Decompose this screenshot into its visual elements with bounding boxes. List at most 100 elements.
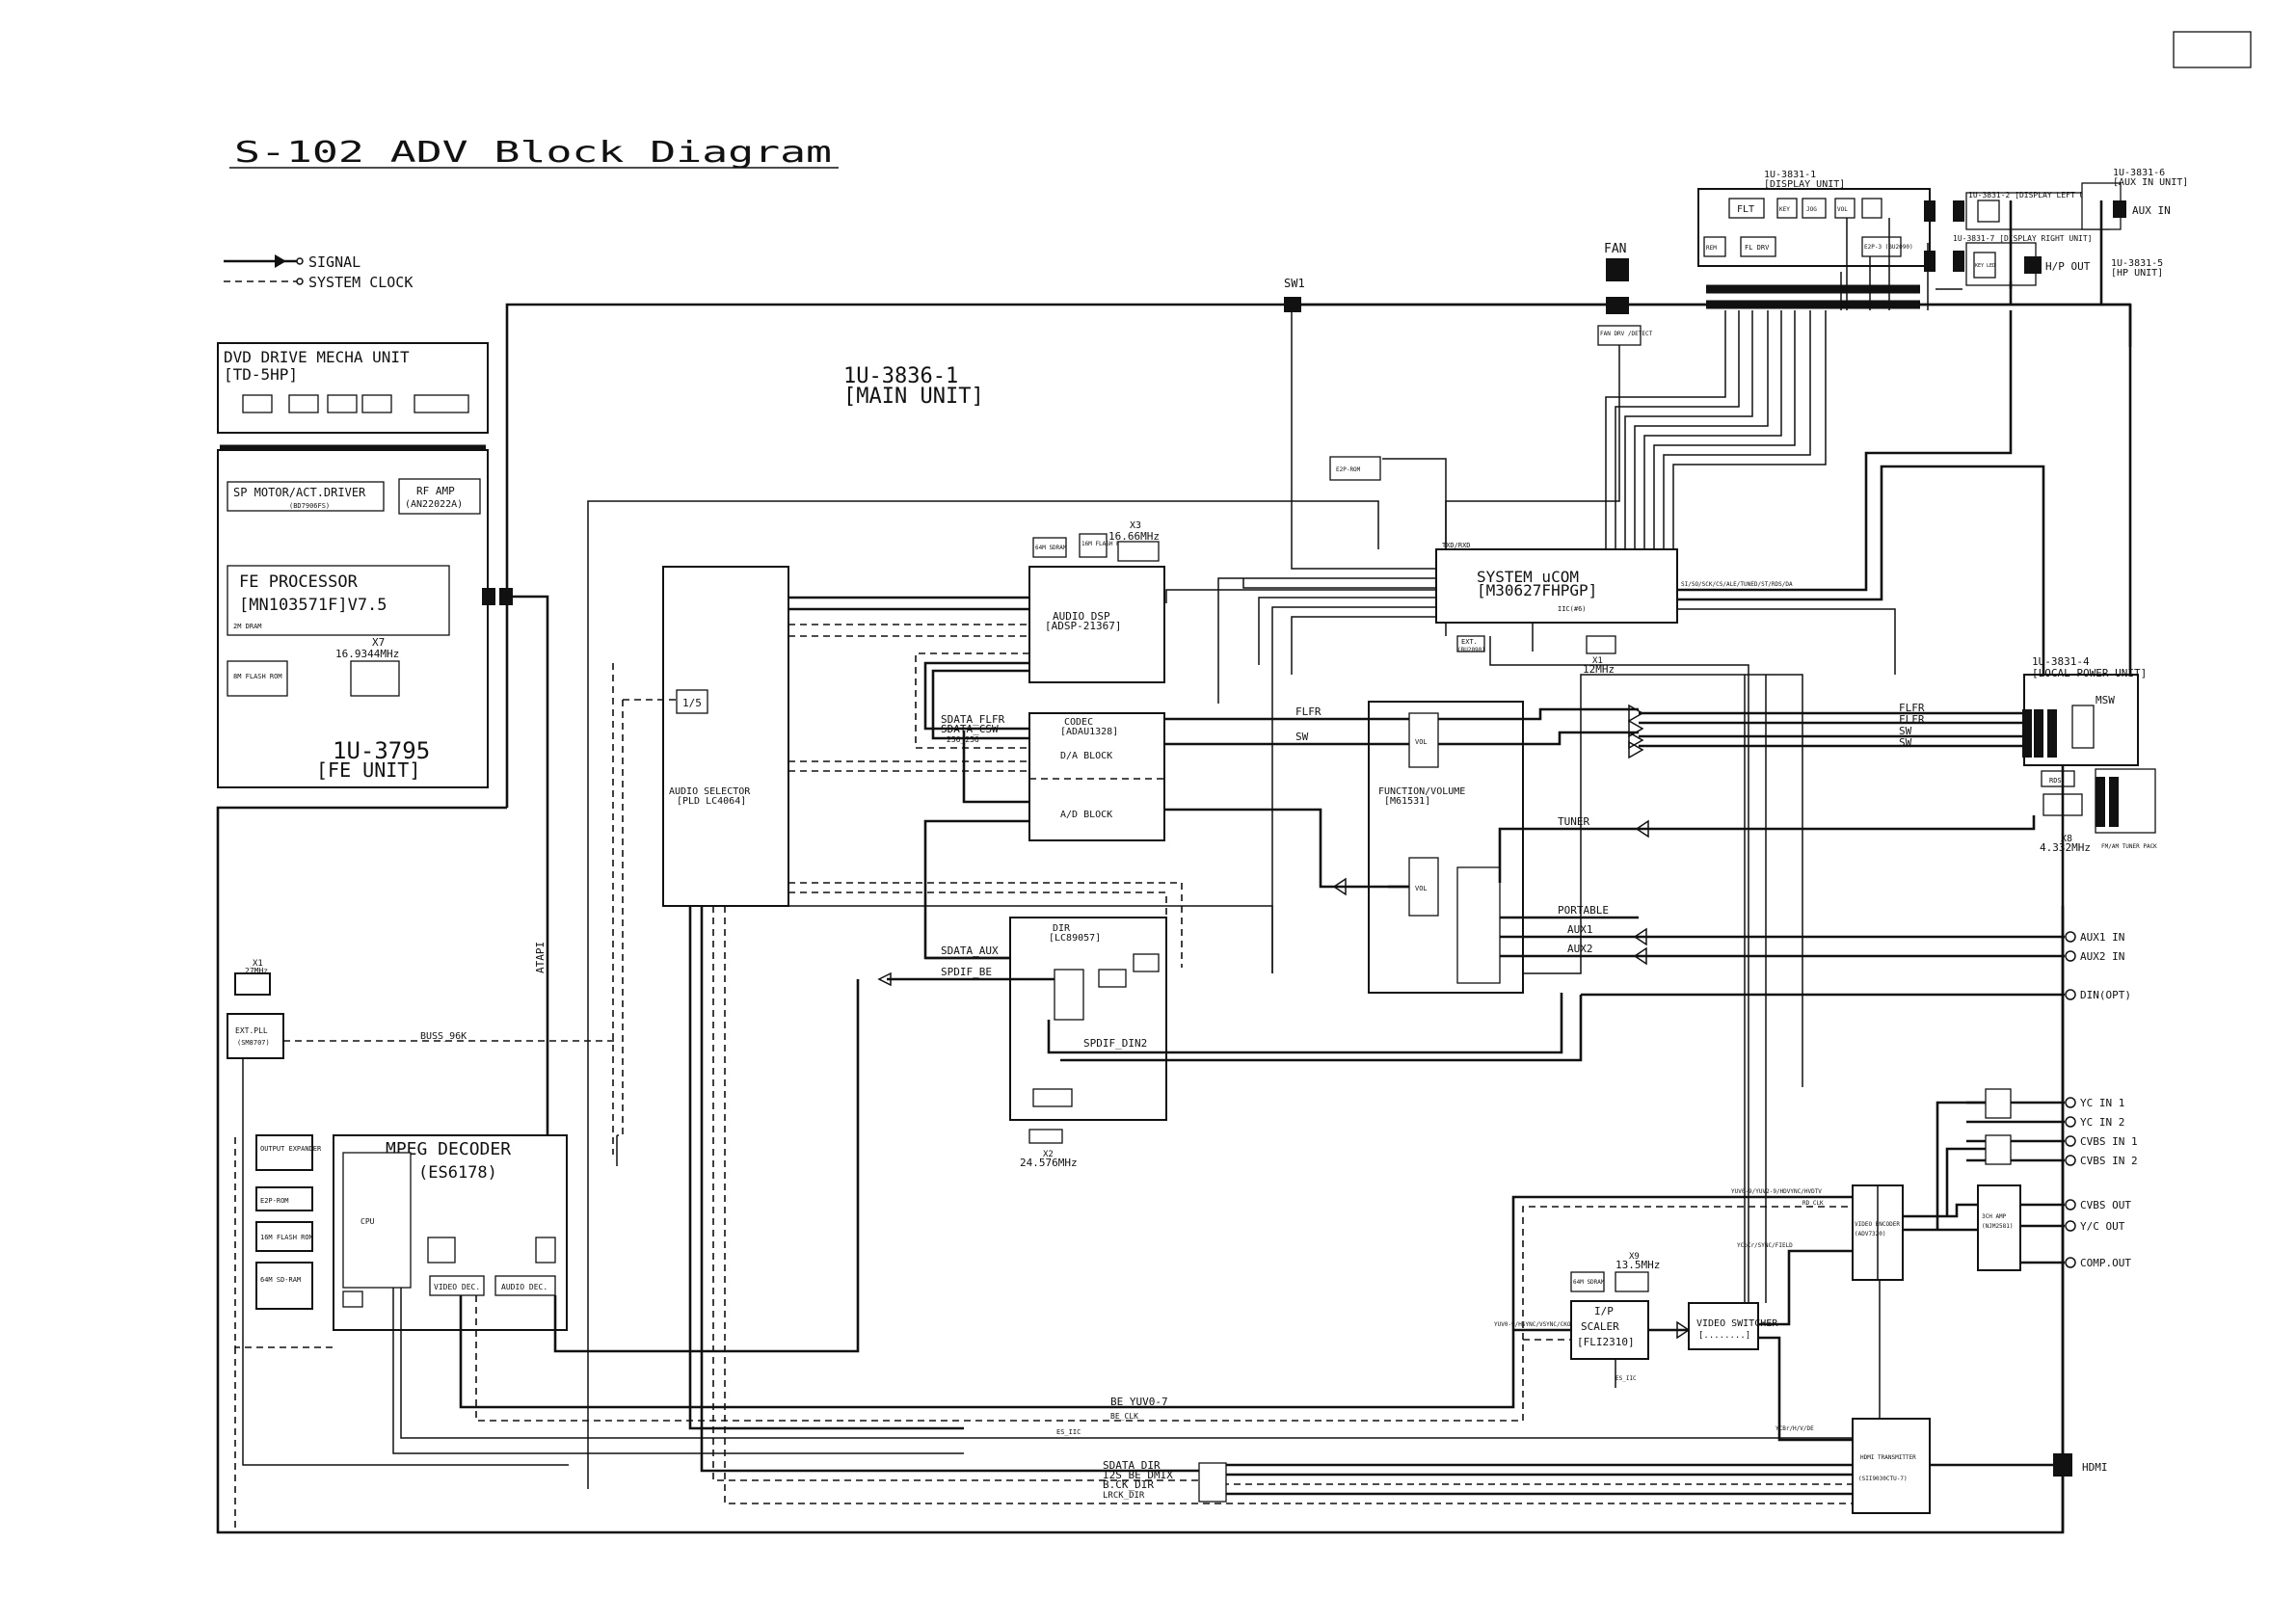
venc-ic: (ADV7320) <box>1855 1231 1886 1237</box>
yc-in2-jack[interactable]: YC IN 2 <box>2080 1116 2124 1129</box>
yc-out-jack[interactable]: Y/C OUT <box>2080 1220 2125 1233</box>
fan-drv-label: FAN DRV /DETECT <box>1600 331 1653 337</box>
x1-label: X1 <box>253 959 263 969</box>
ext-label: EXT. <box>1461 638 1478 646</box>
cvbs-in2-jack[interactable]: CVBS IN 2 <box>2080 1155 2138 1167</box>
cec-label: YCBr/H/V/DE <box>1775 1425 1814 1432</box>
pwr-unit-name: [LOCAL POWER UNIT] <box>2032 667 2147 679</box>
sw-minus-label: SW <box>1899 736 1912 749</box>
main-unit-name: [MAIN UNIT] <box>843 385 984 409</box>
cvbs-out-jack[interactable]: CVBS OUT <box>2080 1199 2131 1211</box>
x3-label: X3 <box>1130 520 1141 531</box>
tuner-pack-label: FM/AM TUNER PACK <box>2101 843 2157 850</box>
x8-label: X8 <box>2061 834 2072 844</box>
legend-signal: SIGNAL <box>308 253 360 271</box>
ip-scaler: I/P SCALER [FLI2310] 64M SDRAM X9 13.5MH… <box>1570 1252 1660 1360</box>
rd-clk-label: RD_CLK <box>1802 1200 1824 1207</box>
x7-freq: 16.9344MHz <box>335 648 399 660</box>
e2p-rom-ucom: E2P-ROM <box>1336 466 1361 473</box>
wires: SDATA_FLFR SDATA_CSW 256_256 FLFR SW FLF… <box>234 200 2132 1532</box>
jog-label: JOG <box>1806 206 1817 213</box>
div-label: 1/5 <box>682 697 702 709</box>
portable-label: PORTABLE <box>1558 904 1609 917</box>
rf-amp-ic: (AN22022A) <box>405 499 463 510</box>
sdram-sc: 64M SDRAM <box>1573 1279 1605 1286</box>
flash16-label: 16M FLASH ROM <box>260 1234 313 1241</box>
hp-out-jack: H/P OUT <box>2045 260 2091 273</box>
mpeg-label: MPEG DECODER <box>386 1139 511 1159</box>
cvbs-in1-jack[interactable]: CVBS IN 1 <box>2080 1135 2138 1148</box>
key-label: KEY <box>1779 206 1790 213</box>
din-opt-jack[interactable]: DIN(OPT) <box>2080 989 2131 1001</box>
hdmi-tx-label: HDMI TRANSMITTER <box>1860 1454 1916 1461</box>
flfr-plus-label: FLFR <box>1899 702 1925 714</box>
video-dec-label: VIDEO DEC. <box>434 1283 480 1291</box>
sw-signal-label: SW <box>1295 731 1309 743</box>
atapi-label: ATAPI <box>534 942 547 973</box>
dvd-unit-name: DVD DRIVE MECHA UNIT <box>224 348 410 366</box>
ucom-label: SYSTEM uCOM <box>1477 568 1579 586</box>
flfr-minus-label: FLFR <box>1899 713 1925 726</box>
aux2-in-jack[interactable]: AUX2 IN <box>2080 950 2124 963</box>
flt-label: FLT <box>1737 204 1754 215</box>
i2s-label: I2S_BE_DMIX <box>1103 1469 1173 1481</box>
ext2-label: (BU2090) <box>1457 647 1485 653</box>
audio-dec-label: AUDIO DEC. <box>501 1283 547 1291</box>
amp-ic: (NJM2581) <box>1982 1223 2014 1230</box>
system-ucom: SYSTEM uCOM [M30627FHPGP] IIC(#6) TXD/RX… <box>1329 456 1793 676</box>
display-right-label: 1U-3831-7 [DISPLAY RIGHT UNIT] <box>1953 234 2093 243</box>
aux-in-jack: AUX IN <box>2132 204 2171 217</box>
ucom-txrx: TXD/RXD <box>1442 542 1471 549</box>
vswitch-ic: [........] <box>1698 1331 1750 1341</box>
volk-label: VOL <box>1837 206 1848 213</box>
dsp-ic: [ADSP-21367] <box>1045 620 1121 632</box>
video-switcher <box>1688 1302 1759 1350</box>
display-left-label: 1U-3831-2 [DISPLAY LEFT UNIT] <box>1968 191 2103 200</box>
ext-pll: EXT.PLL (SM8707) X1 27MHz <box>227 959 284 1059</box>
flfr-signal-label: FLFR <box>1295 705 1322 718</box>
aux1-in-jack[interactable]: AUX1 IN <box>2080 931 2124 944</box>
fe-unit-name: [FE UNIT] <box>316 758 420 782</box>
x1u-label: X1 <box>1592 656 1603 666</box>
codec: CODEC [ADAU1328] D/A BLOCK A/D BLOCK <box>1028 712 1165 841</box>
yc-in1-jack[interactable]: YC IN 1 <box>2080 1097 2124 1109</box>
ad-block-label: A/D BLOCK <box>1060 810 1112 820</box>
spdif-be-label: SPDIF_BE <box>941 966 992 978</box>
cpu-label: CPU <box>360 1217 375 1226</box>
key-led-label: KEY LED <box>1975 263 1995 269</box>
ip-label: I/P <box>1594 1305 1614 1317</box>
pwr-unit-id: 1U-3831-4 <box>2032 655 2090 668</box>
audio-sel-ic: [PLD LC4064] <box>677 796 746 807</box>
amp-label: 3CH AMP <box>1982 1213 2007 1220</box>
x3-freq: 16.66MHz <box>1108 530 1160 543</box>
sdata-csw-label: SDATA_CSW <box>941 723 999 735</box>
fe-processor-label: FE PROCESSOR <box>239 572 359 592</box>
legend-clock: SYSTEM CLOCK <box>308 274 413 291</box>
x2-label: X2 <box>1043 1150 1054 1159</box>
comp-out-jack[interactable]: COMP.OUT <box>2080 1257 2131 1269</box>
main-unit-outline <box>216 303 2132 1534</box>
codec-label: CODEC <box>1064 717 1093 728</box>
aux-unit-id: 1U-3831-6 <box>2113 168 2165 178</box>
tuner-signal-label: TUNER <box>1558 815 1589 828</box>
out-exp-label: OUTPUT EXPANDER <box>260 1145 322 1153</box>
ucom-ic: [M30627FHPGP] <box>1477 581 1597 599</box>
page-number-box <box>2173 31 2252 68</box>
vswitch-label: VIDEO SWITCHER <box>1696 1318 1778 1329</box>
aux-unit-name: [AUX IN UNIT] <box>2113 177 2188 188</box>
mpeg-decoder: MPEG DECODER (ES6178) CPU VIDEO DEC. AUD… <box>333 1134 568 1331</box>
x9-freq: 13.5MHz <box>1615 1259 1660 1271</box>
lrck-label: LRCK_DIR <box>1103 1491 1145 1501</box>
dvd-drive-unit: DVD DRIVE MECHA UNIT [TD-5HP] <box>217 342 489 434</box>
yuv-sc-label: YUV0-9/HSYNC/VSYNC/CKO <box>1494 1321 1571 1328</box>
sp-motor-ic: (BD7906FS) <box>289 502 330 510</box>
es-iic-2: ES_IIC <box>1615 1375 1637 1382</box>
local-power-unit: 1U-3831-4 [LOCAL POWER UNIT] MSW RDS X8 … <box>2023 655 2157 854</box>
sdata-dir-label: SDATA_DIR <box>1103 1459 1161 1472</box>
legend: SIGNAL SYSTEM CLOCK <box>224 253 413 291</box>
dvd-unit-model: [TD-5HP] <box>224 365 298 384</box>
da-block-label: D/A BLOCK <box>1060 751 1112 761</box>
audio-sel-label: AUDIO SELECTOR <box>669 786 751 797</box>
dsp-flash: 16M FLASH ROM <box>1081 541 1127 547</box>
